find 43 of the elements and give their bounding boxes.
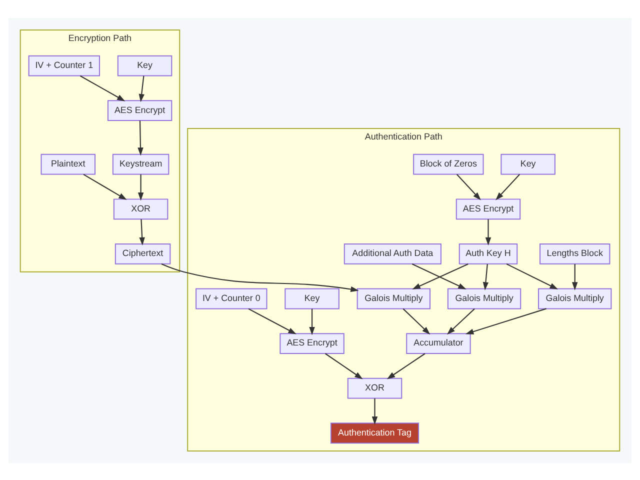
node-box: Lengths Block: [540, 242, 610, 264]
arrow: [572, 264, 578, 290]
node-box: Additional Auth Data: [344, 242, 442, 264]
node-box: Key: [500, 153, 556, 174]
node-box: IV + Counter 0: [196, 288, 268, 309]
node-box: IV + Counter 1: [28, 54, 100, 76]
arrow: [506, 263, 558, 289]
arrow: [139, 218, 145, 246]
arrow: [80, 74, 126, 101]
node-box: AES Encrypt: [107, 100, 172, 121]
node-box: Accumulator: [406, 332, 471, 354]
arrow: [248, 308, 296, 334]
arrow: [83, 173, 127, 200]
node-box: Ciphertext: [114, 242, 171, 264]
arrow: [161, 263, 359, 292]
arrow: [138, 75, 144, 102]
node-box: Auth Key H: [458, 242, 518, 264]
node-box: XOR: [347, 377, 402, 398]
node-box: XOR: [113, 198, 168, 220]
arrow: [465, 308, 546, 334]
arrow: [325, 352, 363, 379]
arrow: [496, 174, 520, 200]
node-box: Galois Multiply: [447, 288, 522, 309]
arrow: [402, 308, 430, 334]
arrow: [456, 174, 481, 200]
node-box: Key: [117, 54, 172, 76]
node-box: Key: [284, 288, 340, 309]
arrow: [386, 352, 426, 379]
arrow: [482, 263, 489, 290]
node-box: Block of Zeros: [413, 153, 484, 174]
node-box: AES Encrypt: [280, 332, 344, 354]
node-box: AES Encrypt: [456, 198, 521, 220]
arrow: [309, 308, 315, 335]
node-box: Galois Multiply: [538, 288, 612, 309]
arrow: [138, 174, 144, 200]
node-box: Keystream: [112, 153, 170, 174]
arrow: [446, 308, 475, 334]
arrow: [372, 398, 378, 424]
arrow: [138, 120, 144, 156]
node-box: Galois Multiply: [356, 288, 430, 309]
node-box: Plaintext: [40, 153, 96, 174]
node-box: Authentication Tag: [330, 422, 420, 444]
arrow: [485, 218, 492, 246]
